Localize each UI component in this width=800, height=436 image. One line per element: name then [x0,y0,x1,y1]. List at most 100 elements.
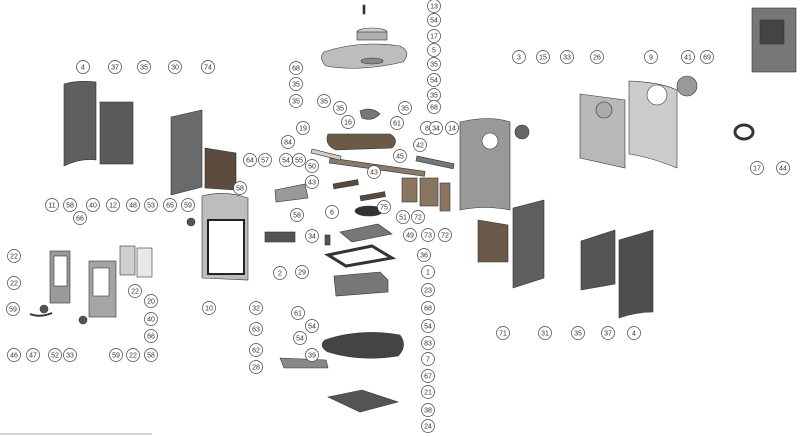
callout-circle [144,198,158,212]
callout-40: 40 [144,312,158,326]
callout-circle [367,165,381,179]
part-bar-84 [310,148,342,161]
callout-51: 51 [396,210,410,224]
part-top-plate-hole [360,57,384,65]
callout-30: 30 [168,60,182,74]
callout-circle [63,348,77,362]
part-frame-36 [339,223,393,243]
callout-61: 61 [291,306,305,320]
callout-circle [137,60,151,74]
callout-12: 12 [106,198,120,212]
callout-circle [427,29,441,43]
part-plate-38 [327,389,400,413]
callout-37: 37 [108,60,122,74]
part-panel-9-hole [646,84,668,106]
callout-label: 75 [380,205,388,212]
callout-48: 48 [126,198,140,212]
callout-label: 12 [109,203,117,210]
callout-circle [7,249,21,263]
callout-label: 37 [604,331,612,338]
callout-label: 21 [424,390,432,397]
callout-circle [249,301,263,315]
callout-circle [73,211,87,225]
part-stove-window [759,19,785,45]
callout-label: 2 [278,271,282,278]
callout-circle [273,266,287,280]
callout-label: 59 [112,353,120,360]
callout-label: 14 [448,126,456,133]
callout-label: 4 [632,331,636,338]
callout-label: 35 [292,82,300,89]
callout-circle [427,100,441,114]
part-handle-46 [29,312,53,317]
callout-circle [290,208,304,222]
callout-label: 67 [424,374,432,381]
callout-32: 32 [249,301,263,315]
callout-label: 34 [432,126,440,133]
callout-circle [333,101,347,115]
callout-circle [317,94,331,108]
callout-72: 72 [438,228,452,242]
callout-66: 66 [73,211,87,225]
callout-label: 40 [147,317,155,324]
callout-35: 35 [317,94,331,108]
callout-circle [249,343,263,357]
callout-circle [76,60,90,74]
callout-35: 35 [333,101,347,115]
callout-circle [48,348,62,362]
part-top-plate-5 [321,43,408,69]
callout-label: 58 [147,353,155,360]
callout-38: 38 [421,403,435,417]
callout-label: 64 [246,158,254,165]
callout-35: 35 [289,77,303,91]
callout-label: 74 [204,65,212,72]
part-bar-42 [415,155,455,170]
callout-29: 29 [295,265,309,279]
part-panel-26 [579,93,626,169]
callout-label: 62 [252,348,260,355]
callout-label: 54 [308,324,316,331]
callout-circle [63,198,77,212]
callout-9: 9 [644,50,658,64]
callout-circle [438,228,452,242]
callout-17: 17 [750,161,764,175]
callout-label: 35 [320,99,328,106]
callout-circle [106,198,120,212]
callout-label: 16 [344,120,352,127]
callout-circle [681,50,695,64]
callout-label: 52 [51,353,59,360]
callout-15: 15 [536,50,550,64]
callout-label: 10 [205,306,213,313]
callout-68: 68 [427,100,441,114]
callout-circle [128,284,142,298]
callout-circle [305,175,319,189]
callout-circle [421,352,435,366]
callout-label: 22 [131,289,139,296]
part-gasket-41 [676,75,698,97]
callout-label: 35 [430,62,438,69]
part-deflector-16 [359,108,381,120]
callout-47: 47 [26,348,40,362]
callout-circle [289,94,303,108]
callout-label: 68 [292,66,300,73]
callout-57: 57 [258,153,272,167]
callout-26: 26 [590,50,604,64]
callout-circle [403,228,417,242]
callout-circle [26,348,40,362]
callout-label: 43 [370,170,378,177]
callout-circle [421,228,435,242]
callout-circle [393,149,407,163]
callout-label: 58 [66,203,74,210]
callout-label: 34 [308,234,316,241]
callout-circle [627,326,641,340]
callout-label: 66 [76,216,84,223]
part-rear-panel-3 [459,118,511,211]
callout-53: 53 [144,198,158,212]
callout-label: 43 [308,180,316,187]
callout-label: 30 [171,65,179,72]
callout-13: 13 [427,0,441,13]
callout-circle [396,210,410,224]
callout-71: 71 [496,326,510,340]
callout-circle [421,265,435,279]
part-ashpan-23 [333,271,389,297]
